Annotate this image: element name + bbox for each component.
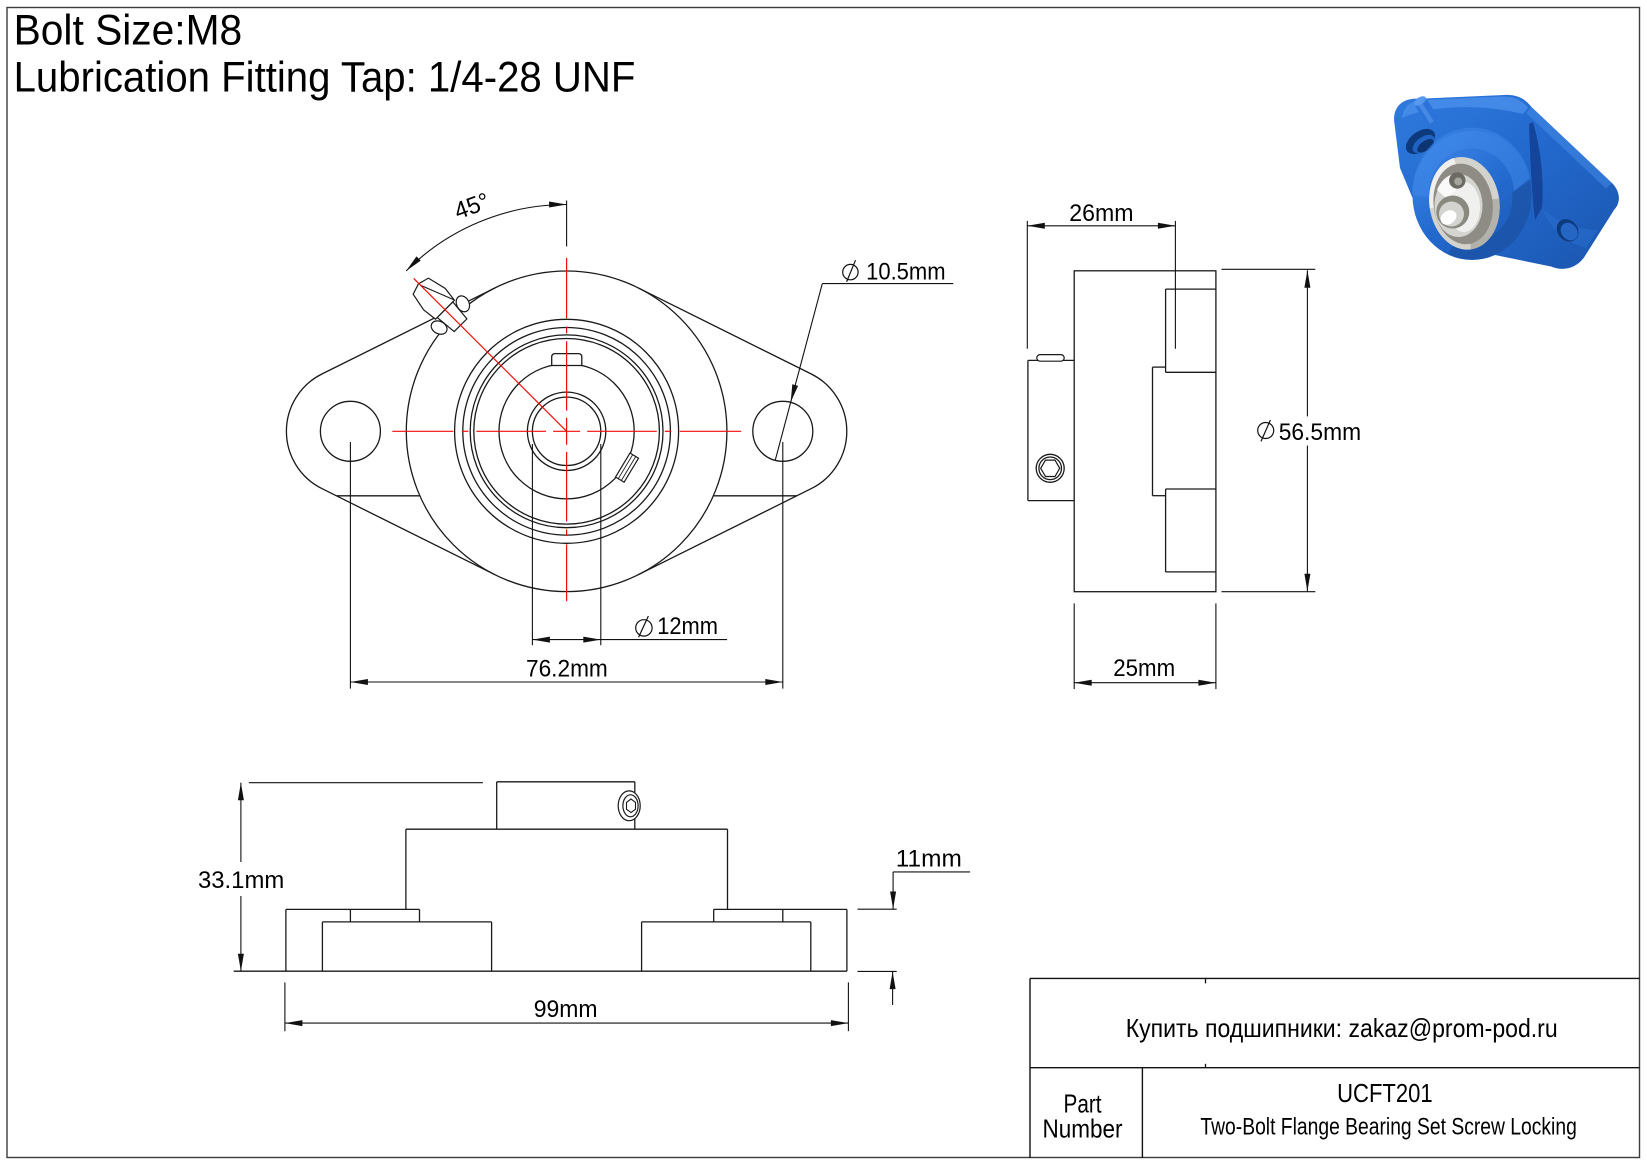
svg-text:Two-Bolt Flange Bearing Set Sc: Two-Bolt Flange Bearing Set Screw Lockin…	[1200, 1113, 1576, 1140]
svg-text:UCFT201: UCFT201	[1337, 1078, 1433, 1108]
svg-text:11mm: 11mm	[896, 846, 962, 873]
svg-text:Lubrication Fitting Tap: 1/4-2: Lubrication Fitting Tap: 1/4-28 UNF	[14, 53, 636, 101]
svg-text:45°: 45°	[451, 188, 493, 225]
svg-text:99mm: 99mm	[534, 996, 598, 1023]
svg-text:33.1mm: 33.1mm	[198, 867, 284, 894]
svg-text:Number: Number	[1043, 1113, 1123, 1143]
svg-text:Part: Part	[1064, 1088, 1103, 1118]
svg-text:10.5mm: 10.5mm	[866, 259, 946, 286]
svg-text:12mm: 12mm	[657, 613, 718, 640]
svg-text:76.2mm: 76.2mm	[526, 656, 608, 683]
svg-text:Купить подшипники: zakaz@prom-: Купить подшипники: zakaz@prom-pod.ru	[1126, 1013, 1558, 1043]
svg-text:56.5mm: 56.5mm	[1279, 419, 1361, 446]
svg-text:25mm: 25mm	[1113, 655, 1175, 682]
svg-text:26mm: 26mm	[1069, 200, 1133, 227]
svg-text:Bolt Size:M8: Bolt Size:M8	[14, 7, 243, 55]
